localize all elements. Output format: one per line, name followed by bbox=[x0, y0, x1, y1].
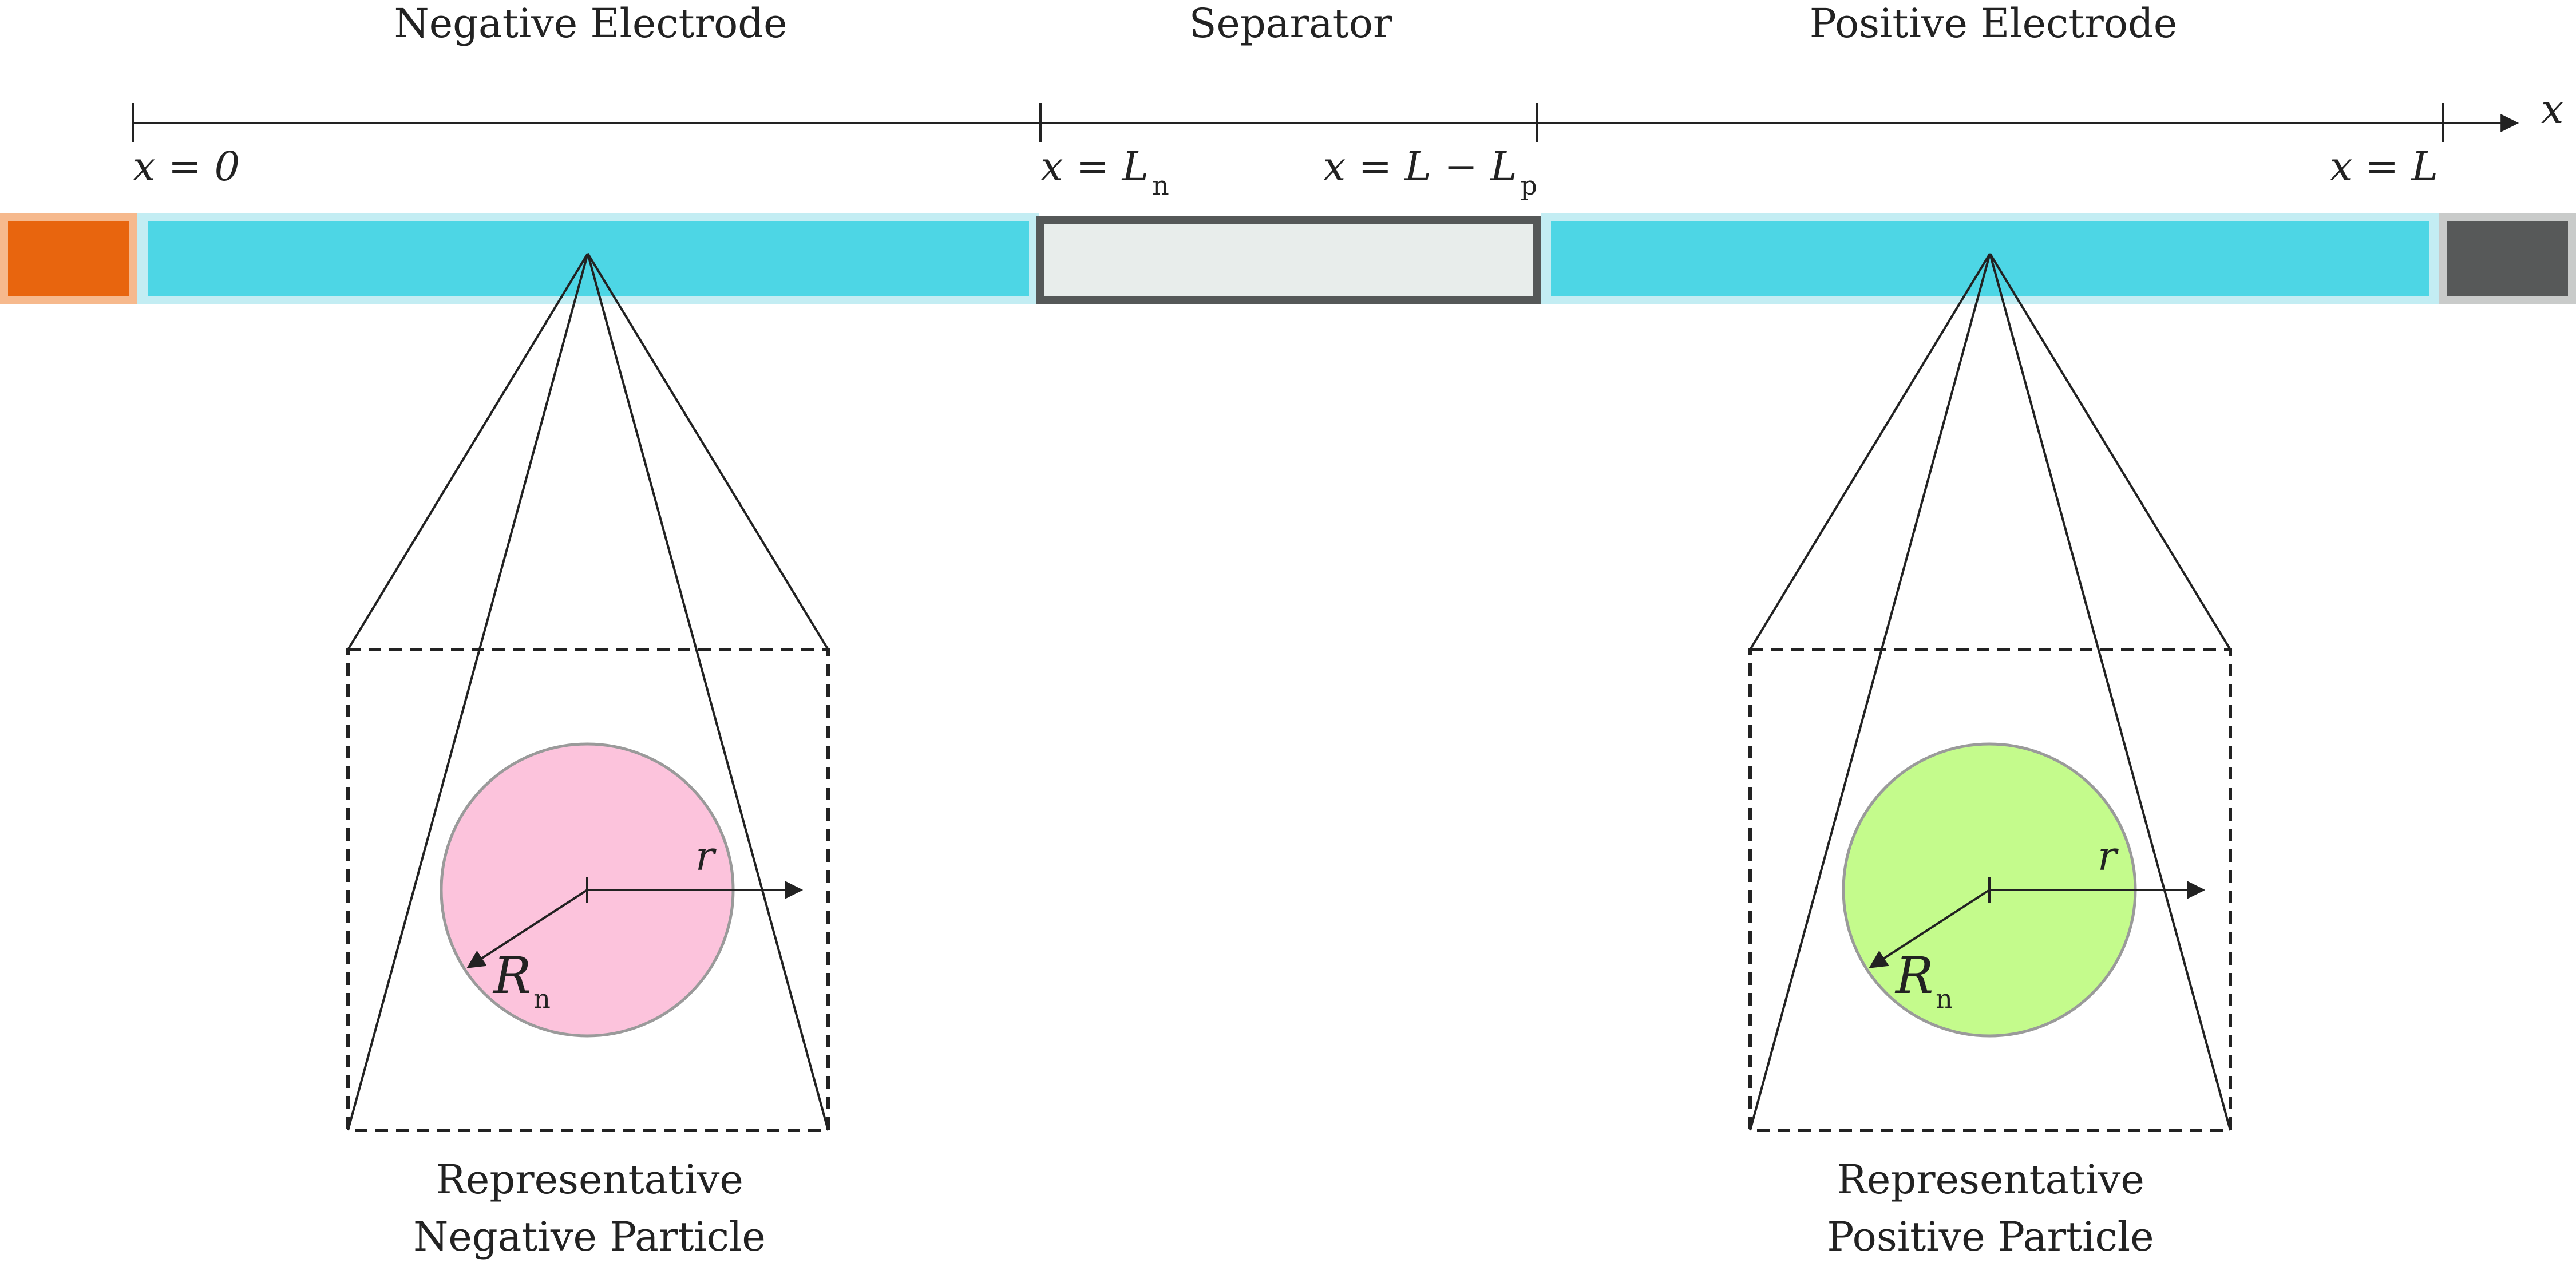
separator-title: Separator bbox=[1189, 0, 1392, 47]
positive-particle-box bbox=[1748, 648, 2232, 1132]
tick-ln-eq: = bbox=[1063, 143, 1122, 190]
pos-radius-var: R bbox=[1894, 946, 1933, 1005]
negative-electrode-title: Negative Electrode bbox=[394, 0, 787, 47]
tick-lmlp-var: x bbox=[1323, 143, 1346, 190]
negative-current-collector bbox=[8, 221, 129, 296]
tick-l-eq: = bbox=[2352, 143, 2411, 190]
pos-radius-arrow bbox=[1869, 889, 1991, 968]
positive-particle-zoom: r Rn Representative Positive Particle bbox=[1748, 252, 2232, 1260]
neg-radius-arrow bbox=[466, 889, 588, 968]
neg-radial-label: r bbox=[695, 833, 717, 880]
tick-ln-var: x bbox=[1040, 143, 1063, 190]
tick-ln-val: L bbox=[1121, 143, 1149, 190]
pos-zoom-line-1 bbox=[1749, 252, 1991, 651]
tick-label-origin: x = 0 bbox=[133, 143, 240, 190]
tick-origin-eq: = bbox=[155, 143, 214, 190]
negative-particle-zoom: r Rn Representative Negative Particle bbox=[346, 252, 830, 1260]
neg-zoom-line-4 bbox=[587, 252, 829, 651]
neg-zoom-line-2 bbox=[347, 253, 589, 1131]
separator-layer bbox=[1036, 216, 1541, 304]
x-axis-label: x bbox=[2541, 86, 2563, 133]
pos-caption-line1: Representative bbox=[1837, 1156, 2144, 1203]
positive-current-collector bbox=[2447, 221, 2568, 296]
neg-radius-label: Rn bbox=[492, 946, 551, 1014]
pos-radius-label: Rn bbox=[1894, 946, 1953, 1014]
pos-radius-sub: n bbox=[1936, 983, 1953, 1014]
negative-particle-box bbox=[346, 648, 830, 1132]
tick-lmlp-val: L bbox=[1403, 143, 1431, 190]
pos-radial-label: r bbox=[2098, 833, 2119, 880]
tick-lmlp-minus: − bbox=[1431, 143, 1490, 190]
positive-electrode-title: Positive Electrode bbox=[1810, 0, 2178, 47]
pos-zoom-line-3 bbox=[1989, 253, 2231, 1131]
tick-lmlp-val2: L bbox=[1489, 143, 1517, 190]
tick-origin-var: x bbox=[133, 143, 155, 190]
neg-radius-sub: n bbox=[533, 983, 551, 1014]
neg-radius-var: R bbox=[492, 946, 531, 1005]
pos-zoom-line-4 bbox=[1989, 252, 2231, 651]
neg-zoom-line-1 bbox=[347, 252, 589, 651]
neg-caption-line1: Representative bbox=[436, 1156, 743, 1203]
tick-l-var: x bbox=[2330, 143, 2352, 190]
tick-origin-val: 0 bbox=[215, 143, 240, 190]
neg-caption-line2: Negative Particle bbox=[413, 1213, 766, 1260]
tick-ln-sub: n bbox=[1152, 170, 1169, 201]
tick-lmlp-eq: = bbox=[1346, 143, 1404, 190]
pos-caption-line2: Positive Particle bbox=[1827, 1213, 2154, 1260]
pos-zoom-line-2 bbox=[1749, 253, 1991, 1131]
tick-lmlp-sub: p bbox=[1521, 170, 1537, 201]
tick-l-val: L bbox=[2411, 143, 2438, 190]
tick-label-l: x = L bbox=[2330, 143, 2438, 190]
neg-zoom-line-3 bbox=[587, 253, 829, 1131]
